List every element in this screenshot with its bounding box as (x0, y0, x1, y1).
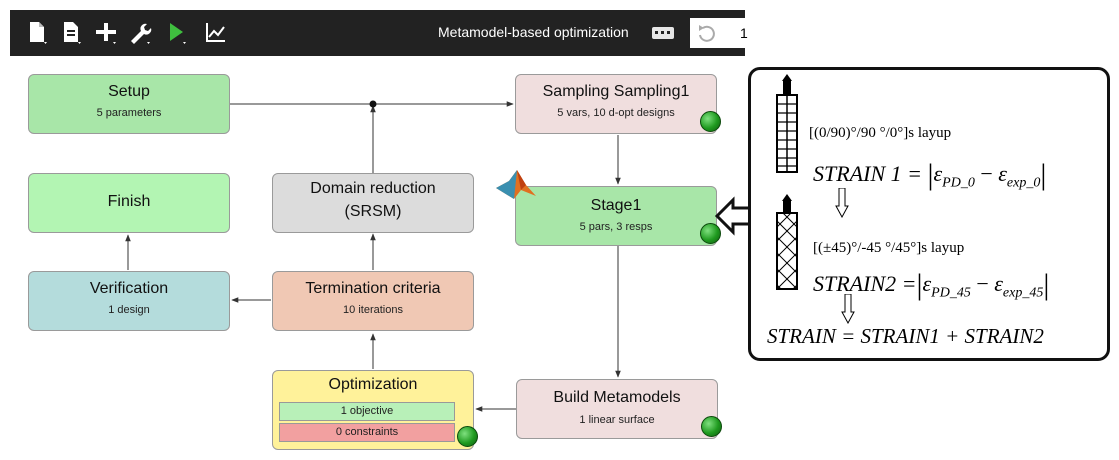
verification-node[interactable]: Verification 1 design (28, 271, 230, 331)
down-arrow-icon (835, 188, 849, 218)
strain2-equation: STRAIN2 =|εPD_45 − εexp_45| (813, 268, 1050, 301)
iteration-field[interactable]: 1 (690, 18, 748, 48)
toolbar: Metamodel-based optimization 1 (10, 10, 748, 56)
status-indicator-icon (700, 223, 721, 244)
strain-definition-panel: [(0/90)°/90 °/0°]s layup STRAIN 1 = |εPD… (748, 67, 1110, 361)
add-icon[interactable] (92, 19, 120, 47)
constraints-row[interactable]: 0 constraints (279, 423, 455, 442)
strain2-eps-a: ε (922, 271, 932, 296)
input-arrow-icon (714, 196, 752, 236)
domain-reduction-node[interactable]: Domain reduction (SRSM) (272, 173, 474, 233)
node-title: Domain reduction (310, 180, 436, 197)
build-metamodels-node[interactable]: Build Metamodels 1 linear surface (516, 379, 722, 439)
node-title: Verification (89, 280, 169, 297)
node-title: Stage1 (590, 197, 642, 214)
node-title: Optimization (328, 376, 418, 393)
strain2-eps-a-sub: PD_45 (931, 285, 971, 301)
down-arrow-icon (841, 294, 855, 324)
strain1-eps-a: ε (933, 161, 943, 186)
optimization-node[interactable]: Optimization 1 objective 0 constraints (272, 370, 478, 450)
layup-label-1: [(0/90)°/90 °/0°]s layup (809, 125, 952, 141)
matlab-logo-icon (496, 170, 536, 199)
specimen-45-icon (776, 194, 798, 290)
more-options-icon[interactable] (652, 27, 674, 39)
setup-node[interactable]: Setup 5 parameters (28, 74, 230, 134)
termination-criteria-node[interactable]: Termination criteria 10 iterations (272, 271, 474, 331)
node-subtitle: 5 vars, 10 d-opt designs (557, 107, 675, 119)
strain2-eps-b-sub: exp_45 (1002, 285, 1044, 301)
document-icon[interactable] (58, 19, 86, 47)
status-indicator-icon (700, 111, 721, 132)
finish-node[interactable]: Finish (28, 173, 230, 233)
total-strain-equation: STRAIN = STRAIN1 + STRAIN2 (767, 324, 1044, 348)
wrench-icon[interactable] (126, 19, 154, 47)
objective-row[interactable]: 1 objective (279, 402, 455, 421)
node-subtitle: 10 iterations (343, 304, 403, 316)
node-title-line2: (SRSM) (344, 203, 402, 220)
node-title: Termination criteria (305, 280, 441, 297)
node-subtitle: 1 design (108, 304, 150, 316)
status-indicator-icon (701, 416, 722, 437)
strain1-eps-a-sub: PD_0 (942, 175, 975, 191)
node-subtitle: 5 pars, 3 resps (579, 221, 653, 233)
strain2-eps-b: ε (994, 271, 1003, 296)
strain1-lhs: STRAIN 1 = (813, 161, 928, 186)
specimen-0-90-icon (776, 74, 798, 173)
strain1-eps-b: ε (998, 161, 1007, 186)
chart-icon[interactable] (202, 19, 230, 47)
strain1-equation: STRAIN 1 = |εPD_0 − εexp_0| (813, 158, 1047, 191)
node-title: Sampling Sampling1 (542, 83, 690, 100)
node-subtitle: 5 parameters (96, 107, 162, 119)
status-indicator-icon (457, 426, 478, 447)
node-title: Setup (108, 83, 150, 100)
iteration-value: 1 (740, 25, 748, 41)
workflow-title: Metamodel-based optimization (438, 24, 629, 40)
new-file-icon[interactable] (24, 19, 52, 47)
sampling-node[interactable]: Sampling Sampling1 5 vars, 10 d-opt desi… (515, 74, 721, 134)
refresh-icon[interactable] (696, 23, 718, 43)
strain1-eps-b-sub: exp_0 (1006, 175, 1041, 191)
layup-label-2: [(±45)°/-45 °/45°]s layup (813, 240, 965, 256)
run-icon[interactable] (162, 19, 190, 47)
stage1-node[interactable]: Stage1 5 pars, 3 resps (515, 186, 721, 246)
strain2-lhs: STRAIN2 = (813, 271, 917, 296)
node-title: Build Metamodels (553, 389, 681, 406)
node-title: Finish (107, 193, 151, 210)
node-subtitle: 1 linear surface (579, 414, 655, 426)
